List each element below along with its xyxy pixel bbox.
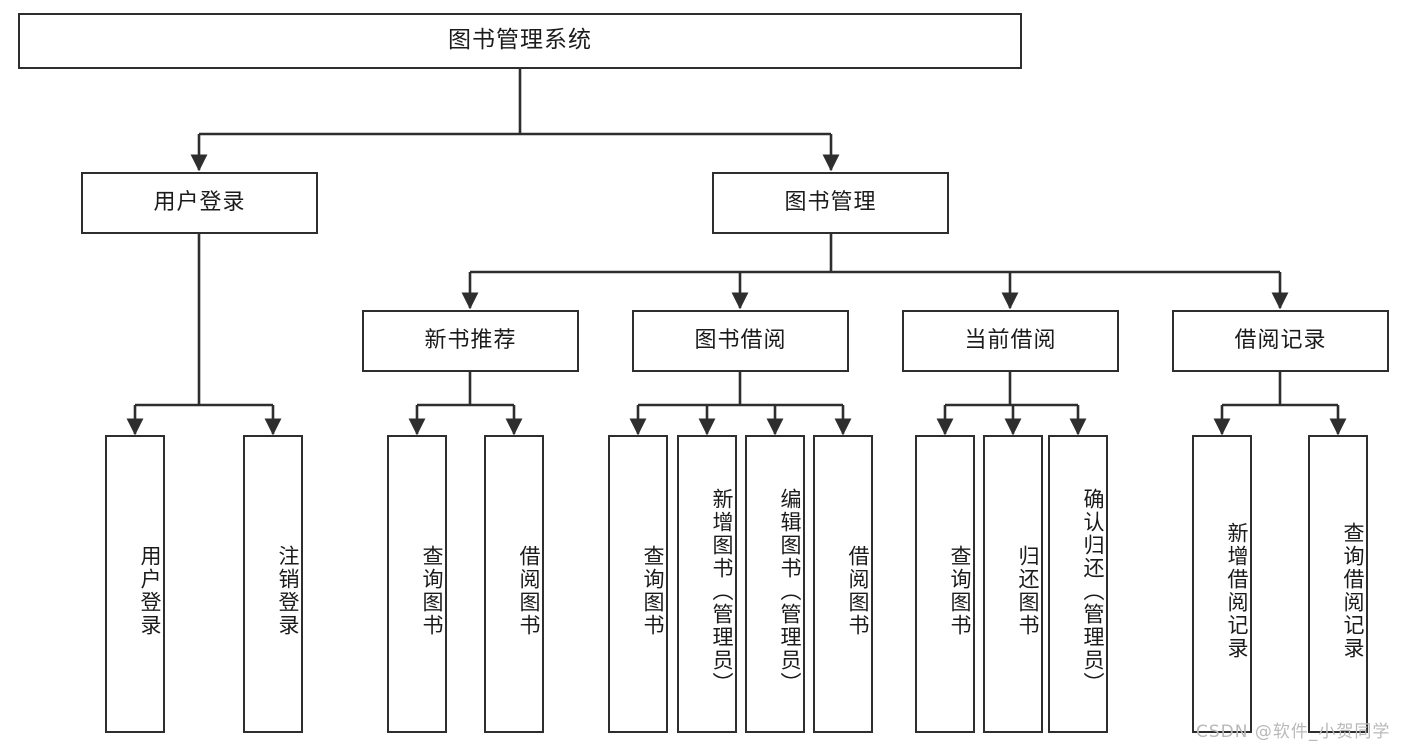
node-label: 借阅记录 — [1234, 327, 1327, 353]
node-label: 图书借阅 — [694, 327, 787, 353]
node-label: 当前借阅 — [964, 327, 1057, 353]
leaf-confirm-return-admin[interactable]: 确认归还（管理员） — [1048, 435, 1108, 733]
node-user-login[interactable]: 用户登录 — [81, 172, 318, 234]
node-label: 图书管理系统 — [448, 27, 592, 54]
leaf-user-login[interactable]: 用户登录 — [105, 435, 165, 733]
node-label: 查询图书 — [641, 545, 665, 637]
leaf-user-logout[interactable]: 注销登录 — [243, 435, 303, 733]
node-label: 用户登录 — [138, 545, 162, 637]
node-borrow-record[interactable]: 借阅记录 — [1172, 310, 1389, 372]
watermark: CSDN @软件_小贺同学 — [1196, 722, 1391, 742]
node-book-borrow[interactable]: 图书借阅 — [632, 310, 849, 372]
node-label: 注销登录 — [276, 545, 300, 637]
leaf-return-book[interactable]: 归还图书 — [983, 435, 1043, 733]
node-label: 编辑图书（管理员） — [778, 487, 802, 695]
node-label: 新增借阅记录 — [1225, 522, 1249, 660]
node-label: 查询借阅记录 — [1341, 522, 1365, 660]
leaf-borrow-book[interactable]: 借阅图书 — [813, 435, 873, 733]
node-label: 借阅图书 — [517, 545, 541, 637]
leaf-query-book-borrow[interactable]: 查询图书 — [608, 435, 668, 733]
node-label: 确认归还（管理员） — [1081, 487, 1105, 695]
node-label: 归还图书 — [1016, 545, 1040, 637]
node-label: 新书推荐 — [424, 327, 517, 353]
node-book-management[interactable]: 图书管理 — [712, 172, 949, 234]
node-label: 查询图书 — [948, 545, 972, 637]
node-current-borrow[interactable]: 当前借阅 — [902, 310, 1119, 372]
leaf-add-book-admin[interactable]: 新增图书（管理员） — [677, 435, 737, 733]
node-label: 新增图书（管理员） — [710, 487, 734, 695]
leaf-query-book-current[interactable]: 查询图书 — [915, 435, 975, 733]
node-label: 借阅图书 — [846, 545, 870, 637]
leaf-query-book-new[interactable]: 查询图书 — [387, 435, 447, 733]
node-label: 用户登录 — [153, 189, 246, 215]
leaf-query-borrow-record[interactable]: 查询借阅记录 — [1308, 435, 1368, 733]
node-label: 图书管理 — [784, 189, 877, 215]
node-label: 查询图书 — [420, 545, 444, 637]
leaf-borrow-book-new[interactable]: 借阅图书 — [484, 435, 544, 733]
leaf-add-borrow-record[interactable]: 新增借阅记录 — [1192, 435, 1252, 733]
node-new-book-recommend[interactable]: 新书推荐 — [362, 310, 579, 372]
leaf-edit-book-admin[interactable]: 编辑图书（管理员） — [745, 435, 805, 733]
node-root-system[interactable]: 图书管理系统 — [18, 13, 1022, 69]
